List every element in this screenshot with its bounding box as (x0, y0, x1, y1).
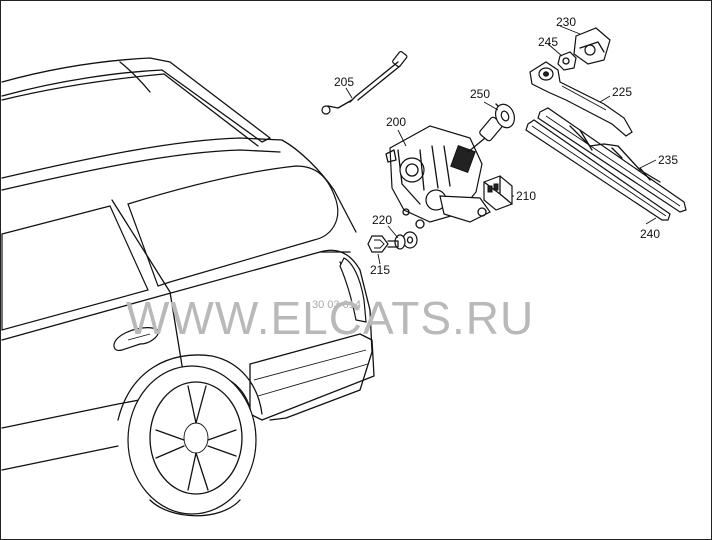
watermark-text: WWW.ELCATS.RU (126, 292, 534, 344)
part-205-linkage-rod (321, 51, 408, 115)
label-part-210: 210 (516, 189, 536, 203)
label-part-205: 205 (334, 75, 354, 89)
label-part-230: 230 (556, 15, 576, 29)
label-part-235: 235 (658, 153, 678, 167)
label-part-200: 200 (386, 115, 406, 129)
label-part-250: 250 (470, 87, 490, 101)
part-250-seal (494, 103, 516, 129)
diagram-code: 30 03 014 (312, 299, 361, 311)
part-200-wiper-motor (385, 116, 503, 229)
label-part-220: 220 (372, 213, 392, 227)
label-part-225: 225 (612, 85, 632, 99)
label-part-215: 215 (370, 263, 390, 277)
part-210-connector (483, 175, 513, 211)
part-245-nut (557, 51, 577, 71)
part-215-bolt (367, 235, 399, 253)
car-illustration (1, 57, 375, 517)
leader-lines (345, 25, 657, 265)
part-240-blade-rubber (525, 119, 671, 221)
label-part-245: 245 (538, 35, 558, 49)
part-235-wiper-blade (537, 107, 687, 213)
part-230-cap (573, 27, 611, 65)
label-part-240: 240 (640, 227, 660, 241)
part-225-wiper-arm (529, 61, 633, 137)
